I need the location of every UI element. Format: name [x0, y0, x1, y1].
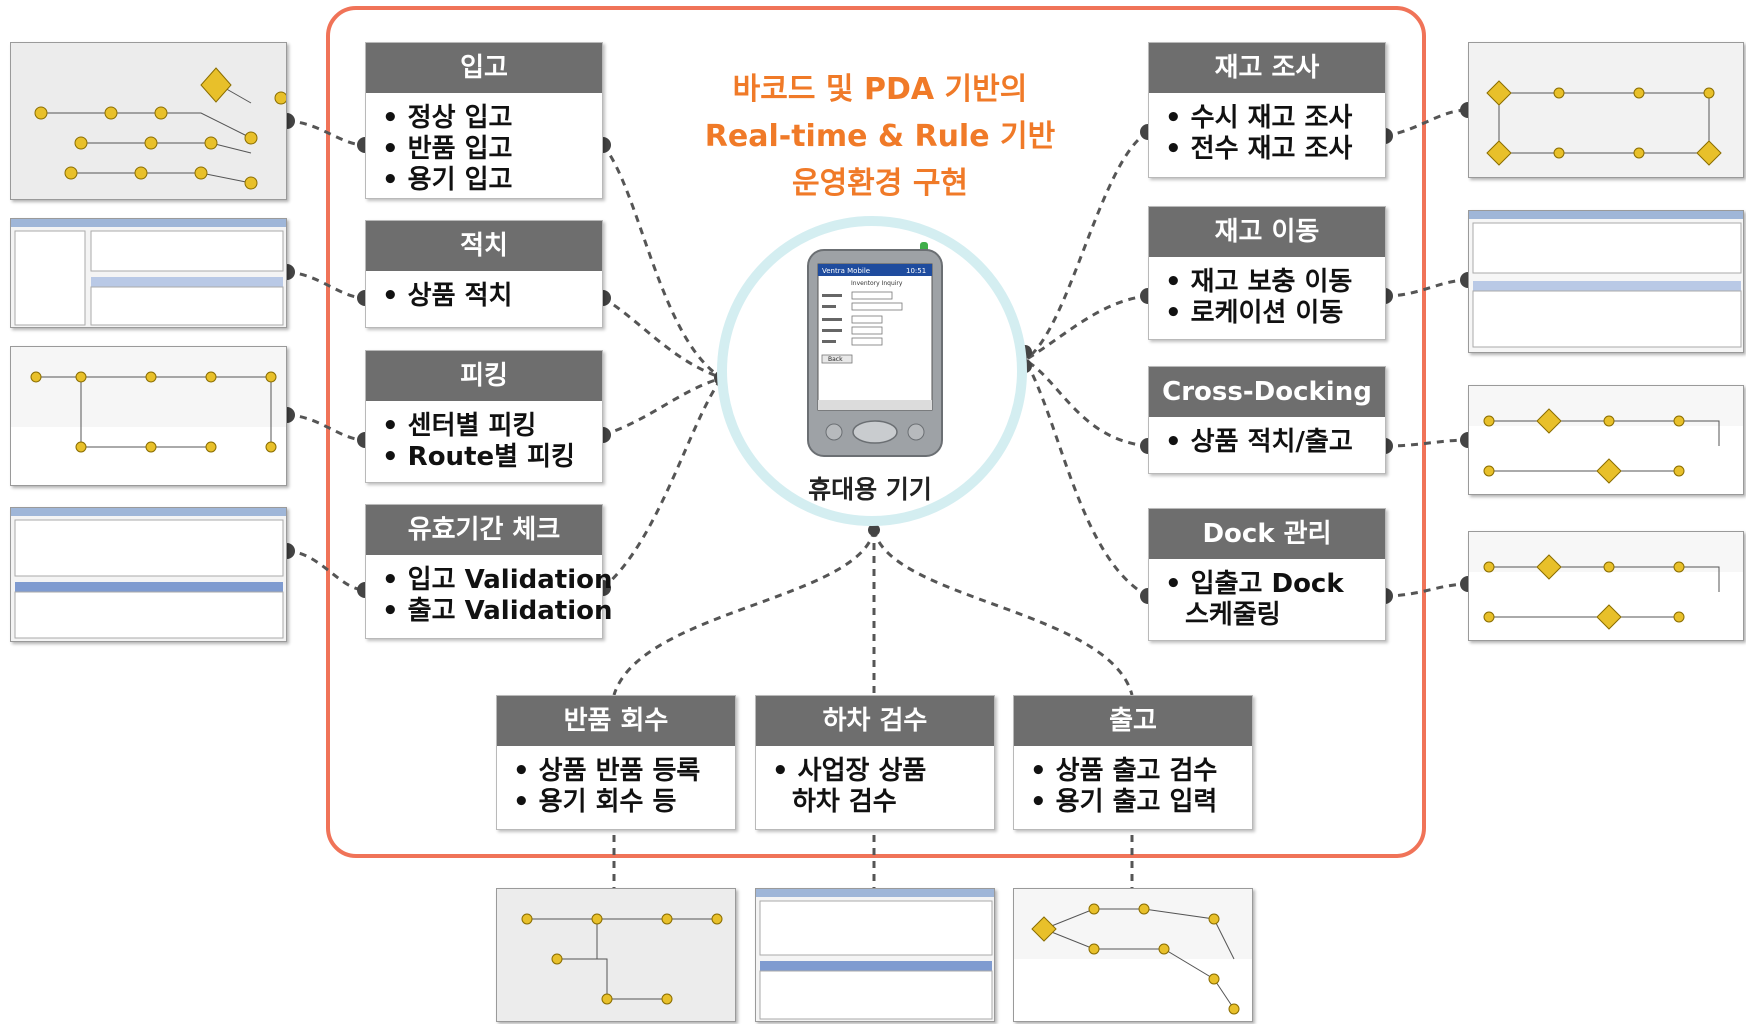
- link-dock: [1023, 359, 1149, 598]
- link-cycle: [1024, 130, 1149, 362]
- box-putaway-title: 적치: [366, 221, 602, 271]
- box-cycle-count: 재고 조사 수시 재고 조사 전수 재고 조사: [1148, 42, 1386, 178]
- list-item: 사업장 상품: [772, 756, 994, 787]
- list-item: 상품 반품 등록: [513, 756, 735, 787]
- box-cross-docking: Cross-Docking 상품 적치/출고: [1148, 366, 1386, 474]
- box-stock-move-title: 재고 이동: [1149, 207, 1385, 257]
- link-shot-1: [286, 119, 366, 147]
- list-item: 스케줄링: [1185, 600, 1281, 630]
- thumbnail-cycle-count-workflow: [1468, 42, 1744, 178]
- link-shot-7: [1384, 438, 1469, 448]
- box-picking-title: 피킹: [366, 351, 602, 401]
- thumbnail-stock-move-screen: [1468, 210, 1744, 353]
- pda-screen-button: Back: [828, 356, 843, 363]
- link-shot-5: [1384, 108, 1469, 138]
- list-item: 로케이션 이동: [1165, 298, 1385, 329]
- box-return-title: 반품 회수: [497, 696, 735, 746]
- link-shot-3: [286, 413, 366, 442]
- box-inbound-title: 입고: [366, 43, 602, 93]
- headline-line-1: 바코드 및 PDA 기반의: [732, 72, 1028, 107]
- list-item: 상품 적치/출고: [1165, 427, 1385, 458]
- link-crossdock: [1024, 358, 1149, 448]
- list-item: 상품 적치: [382, 281, 602, 312]
- box-picking: 피킹 센터별 피킹 Route별 피킹: [365, 350, 603, 483]
- box-cross-docking-title: Cross-Docking: [1149, 367, 1385, 417]
- box-inbound: 입고 정상 입고 반품 입고 용기 입고: [365, 42, 603, 199]
- thumbnail-return-workflow: [496, 888, 736, 1022]
- list-item: 센터별 피킹: [382, 411, 602, 442]
- pda-screen-subtitle: Inventory Inquiry: [851, 280, 903, 287]
- list-item: 재고 보충 이동: [1165, 267, 1385, 298]
- box-putaway: 적치 상품 적치: [365, 220, 603, 328]
- box-dock: Dock 관리 입출고 Dock 스케줄링: [1148, 508, 1386, 641]
- device-label: 휴대용 기기: [808, 475, 932, 504]
- thumbnail-unload-screen: [755, 888, 995, 1022]
- box-return: 반품 회수 상품 반품 등록 용기 회수 등: [496, 695, 736, 830]
- link-return: [612, 529, 876, 696]
- link-expiry: [602, 377, 724, 590]
- box-unload-title: 하차 검수: [756, 696, 994, 746]
- thumbnail-dock-workflow: [1468, 531, 1744, 641]
- pda-screen-time: 10:51: [906, 267, 926, 275]
- headline-line-3: 운영환경 구현: [791, 166, 969, 201]
- pda-device-icon: Ventra Mobile 10:51 Inventory Inquiry Ba…: [807, 242, 943, 457]
- list-item: 전수 재고 조사: [1165, 134, 1385, 165]
- thumbnail-expiry-screen: [10, 507, 287, 642]
- link-shot-8: [1384, 582, 1469, 598]
- link-shot-2: [286, 270, 366, 300]
- headline-line-2: Real-time & Rule 기반: [704, 119, 1056, 154]
- list-item: 용기 출고 입력: [1030, 787, 1252, 818]
- list-item: 상품 출고 검수: [1030, 756, 1252, 787]
- list-item: 하차 검수: [792, 787, 897, 817]
- thumbnail-inbound-workflow: [10, 42, 287, 200]
- list-item: 수시 재고 조사: [1165, 103, 1385, 134]
- link-inbound: [601, 144, 723, 380]
- list-item: Route별 피킹: [382, 442, 602, 473]
- link-shot-4: [286, 549, 366, 592]
- box-cycle-count-title: 재고 조사: [1149, 43, 1385, 93]
- box-unload: 하차 검수 사업장 상품 하차 검수: [755, 695, 995, 830]
- thumbnail-picking-workflow: [10, 346, 287, 486]
- list-item: 용기 회수 등: [513, 787, 735, 818]
- headline: 바코드 및 PDA 기반의 Real-time & Rule 기반 운영환경 구…: [690, 66, 1070, 207]
- link-picking: [602, 376, 723, 437]
- pda-screen-title: Ventra Mobile: [822, 267, 870, 275]
- box-outbound-title: 출고: [1014, 696, 1252, 746]
- link-move: [1024, 294, 1149, 362]
- list-item: 입출고 Dock: [1165, 569, 1385, 600]
- link-shot-6: [1384, 278, 1469, 298]
- thumbnail-crossdock-workflow: [1468, 385, 1744, 495]
- box-expiry-title: 유효기간 체크: [366, 505, 602, 555]
- box-stock-move: 재고 이동 재고 보충 이동 로케이션 이동: [1148, 206, 1386, 340]
- box-outbound: 출고 상품 출고 검수 용기 출고 입력: [1013, 695, 1253, 830]
- list-item: 정상 입고: [382, 103, 602, 134]
- thumbnail-outbound-workflow: [1013, 888, 1253, 1022]
- list-item: 반품 입고: [382, 134, 602, 165]
- list-item: 입고 Validation: [382, 565, 613, 596]
- list-item: 용기 입고: [382, 165, 602, 196]
- box-dock-title: Dock 관리: [1149, 509, 1385, 559]
- list-item: 출고 Validation: [382, 596, 613, 627]
- thumbnail-putaway-screen: [10, 218, 287, 328]
- link-outbound: [872, 529, 1134, 696]
- box-expiry: 유효기간 체크 입고 Validation 출고 Validation: [365, 504, 613, 639]
- link-putaway: [602, 296, 723, 380]
